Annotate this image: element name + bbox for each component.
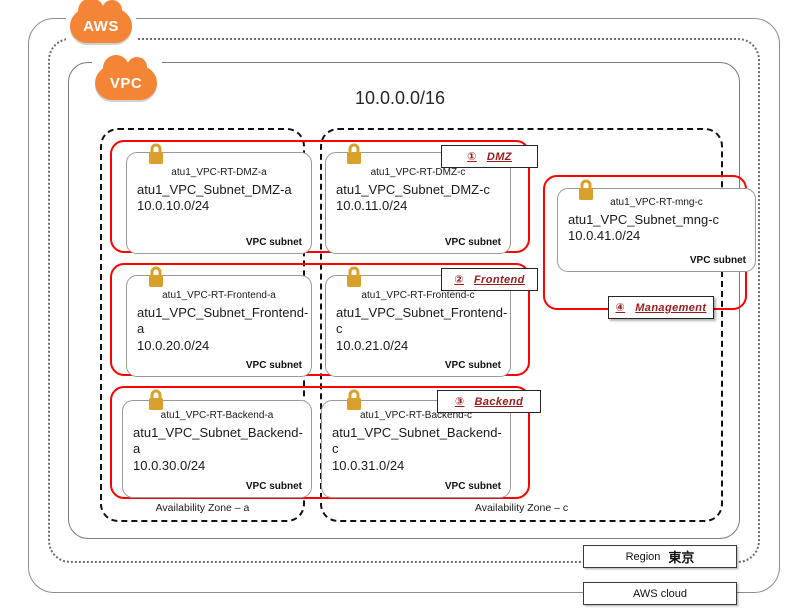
vpc-cloud-badge: VPC — [95, 55, 157, 100]
tier-label-management-number: ④ — [615, 302, 626, 314]
subnet-card-frontend-a[interactable]: atu1_VPC-RT-Frontend-a atu1_VPC_Subnet_F… — [126, 275, 312, 377]
aws-cloud-frame — [28, 18, 780, 593]
lock-icon — [347, 266, 361, 287]
subnet-cidr: 10.0.31.0/24 — [332, 457, 405, 473]
availability-zone-a-label: Availability Zone – a — [155, 502, 250, 514]
subnet-name: atu1_VPC_Subnet_Backend-c — [332, 425, 502, 457]
tier-label-dmz-number: ① — [467, 151, 477, 163]
subnet-card-backend-a[interactable]: atu1_VPC-RT-Backend-a atu1_VPC_Subnet_Ba… — [122, 400, 312, 498]
subnet-kind: VPC subnet — [444, 237, 501, 248]
subnet-route-table: atu1_VPC-RT-mng-c — [610, 197, 703, 208]
aws-cloud-badge-label: AWS — [83, 17, 119, 35]
subnet-route-table: atu1_VPC-RT-Backend-c — [359, 410, 473, 421]
subnet-cidr: 10.0.30.0/24 — [133, 457, 206, 473]
subnet-kind: VPC subnet — [245, 481, 302, 492]
tier-label-backend[interactable]: ③ Backend — [437, 390, 541, 413]
subnet-name: atu1_VPC_Subnet_Backend-a — [133, 425, 303, 457]
legend-region: Region 東京 — [583, 545, 737, 568]
subnet-kind: VPC subnet — [245, 237, 302, 248]
legend-aws-cloud: AWS cloud — [583, 582, 737, 605]
subnet-name: atu1_VPC_Subnet_Frontend-a — [137, 305, 309, 337]
subnet-name: atu1_VPC_Subnet_DMZ-c — [336, 182, 490, 197]
subnet-card-backend-c[interactable]: atu1_VPC-RT-Backend-c atu1_VPC_Subnet_Ba… — [321, 400, 511, 498]
subnet-kind: VPC subnet — [444, 360, 501, 371]
lock-icon — [149, 143, 163, 164]
subnet-kind: VPC subnet — [689, 255, 746, 266]
subnet-name: atu1_VPC_Subnet_mng-c — [568, 212, 720, 227]
lock-icon — [347, 143, 361, 164]
subnet-card-dmz-a[interactable]: atu1_VPC-RT-DMZ-a atu1_VPC_Subnet_DMZ-a … — [126, 152, 312, 254]
tier-label-management[interactable]: ④ Management — [608, 296, 714, 319]
subnet-route-table: atu1_VPC-RT-Frontend-c — [361, 290, 475, 301]
subnet-name: atu1_VPC_Subnet_DMZ-a — [137, 182, 292, 197]
subnet-card-mng-c[interactable]: atu1_VPC-RT-mng-c atu1_VPC_Subnet_mng-c … — [557, 188, 756, 272]
subnet-cidr: 10.0.10.0/24 — [137, 198, 210, 214]
tier-label-backend-name: Backend — [474, 395, 524, 408]
subnet-name: atu1_VPC_Subnet_Frontend-c — [336, 305, 508, 337]
tier-label-frontend-name: Frontend — [473, 273, 525, 286]
vpc-cidr-title: 10.0.0.0/16 — [354, 88, 446, 108]
legend-region-value: 東京 — [668, 550, 695, 565]
tier-label-frontend-number: ② — [454, 274, 464, 286]
availability-zone-c-label: Availability Zone – c — [474, 502, 569, 514]
subnet-cidr: 10.0.20.0/24 — [137, 337, 210, 353]
subnet-card-frontend-c[interactable]: atu1_VPC-RT-Frontend-c atu1_VPC_Subnet_F… — [325, 275, 511, 377]
subnet-cidr: 10.0.11.0/24 — [336, 198, 408, 214]
lock-icon — [149, 266, 163, 287]
tier-label-backend-number: ③ — [454, 396, 465, 408]
vpc-cloud-badge-label: VPC — [109, 74, 143, 92]
subnet-cidr: 10.0.41.0/24 — [568, 228, 641, 244]
availability-zone-c: Availability Zone – c — [320, 128, 723, 522]
legend-region-label: Region — [625, 550, 661, 563]
tier-label-frontend[interactable]: ② Frontend — [441, 268, 538, 291]
subnet-route-table: atu1_VPC-RT-Frontend-a — [162, 290, 276, 301]
subnet-card-dmz-c[interactable]: atu1_VPC-RT-DMZ-c atu1_VPC_Subnet_DMZ-c … — [325, 152, 511, 254]
tier-group-dmz — [110, 140, 530, 253]
tier-group-backend — [110, 386, 530, 499]
region-frame — [48, 38, 760, 563]
tier-label-dmz[interactable]: ① DMZ — [441, 145, 538, 168]
lock-icon — [579, 179, 593, 200]
subnet-route-table: atu1_VPC-RT-DMZ-c — [370, 167, 466, 178]
lock-icon — [149, 389, 163, 410]
tier-label-dmz-name: DMZ — [486, 150, 512, 163]
tier-label-management-name: Management — [635, 301, 707, 314]
subnet-route-table: atu1_VPC-RT-DMZ-a — [171, 167, 267, 178]
legend-aws-cloud-label: AWS cloud — [632, 587, 687, 600]
aws-cloud-badge: AWS — [70, 0, 132, 43]
subnet-route-table: atu1_VPC-RT-Backend-a — [160, 410, 274, 421]
subnet-cidr: 10.0.21.0/24 — [336, 337, 409, 353]
lock-icon — [347, 389, 361, 410]
tier-group-frontend — [110, 263, 530, 376]
subnet-kind: VPC subnet — [245, 360, 302, 371]
subnet-kind: VPC subnet — [444, 481, 501, 492]
